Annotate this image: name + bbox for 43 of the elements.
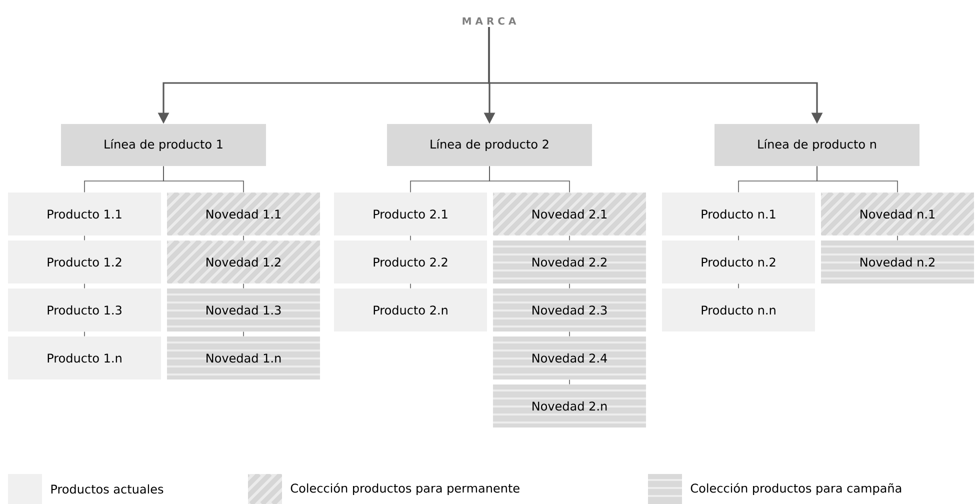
striped-box: Novedad 2.4	[493, 336, 646, 380]
hatched-box: Novedad n.1	[821, 192, 974, 236]
product-box: Producto n.2	[662, 240, 815, 284]
hatched-box: Novedad 1.1	[167, 192, 320, 236]
striped-box: Novedad 2.n	[493, 384, 646, 428]
legend-label: Colección productos para permanente	[290, 482, 520, 496]
product-box: Producto 2.n	[334, 288, 487, 332]
connector-line	[897, 235, 898, 241]
connector-line	[243, 283, 244, 289]
connector-line	[84, 235, 85, 241]
title-label: M A R C A	[462, 17, 516, 25]
striped-box: Novedad 2.3	[493, 288, 646, 332]
connector-line	[569, 235, 570, 241]
striped-box: Novedad 1.n	[167, 336, 320, 380]
connector-line	[489, 166, 570, 193]
product-box: Producto 2.1	[334, 192, 487, 236]
connector-line	[410, 235, 411, 241]
connector-line	[738, 283, 739, 289]
hatched-box: Novedad 2.1	[493, 192, 646, 236]
connector-line	[738, 235, 739, 241]
striped-box: Novedad 1.3	[167, 288, 320, 332]
product-box: Producto n.n	[662, 288, 815, 332]
connector-line	[410, 283, 411, 289]
product-box: Producto 1.1	[8, 192, 161, 236]
connector-line	[84, 331, 85, 337]
connector-line	[243, 331, 244, 337]
product-box: Producto 1.2	[8, 240, 161, 284]
product-box: Producto 1.n	[8, 336, 161, 380]
hatched-box: Novedad 1.2	[167, 240, 320, 284]
connector-line	[816, 166, 898, 193]
connector-line	[84, 283, 85, 289]
connector-line	[569, 331, 570, 337]
legend-label: Colección productos para campaña	[690, 482, 902, 496]
product-box: Producto n.1	[662, 192, 815, 236]
product-box: Producto 1.3	[8, 288, 161, 332]
connector-line	[569, 283, 570, 289]
connector-line	[569, 379, 570, 385]
connector-line	[163, 166, 244, 193]
striped-box: Novedad 2.2	[493, 240, 646, 284]
legend-label: Productos actuales	[51, 484, 164, 494]
striped-box: Novedad n.2	[821, 240, 974, 284]
product-box: Producto 2.2	[334, 240, 487, 284]
connector-line	[243, 235, 244, 241]
